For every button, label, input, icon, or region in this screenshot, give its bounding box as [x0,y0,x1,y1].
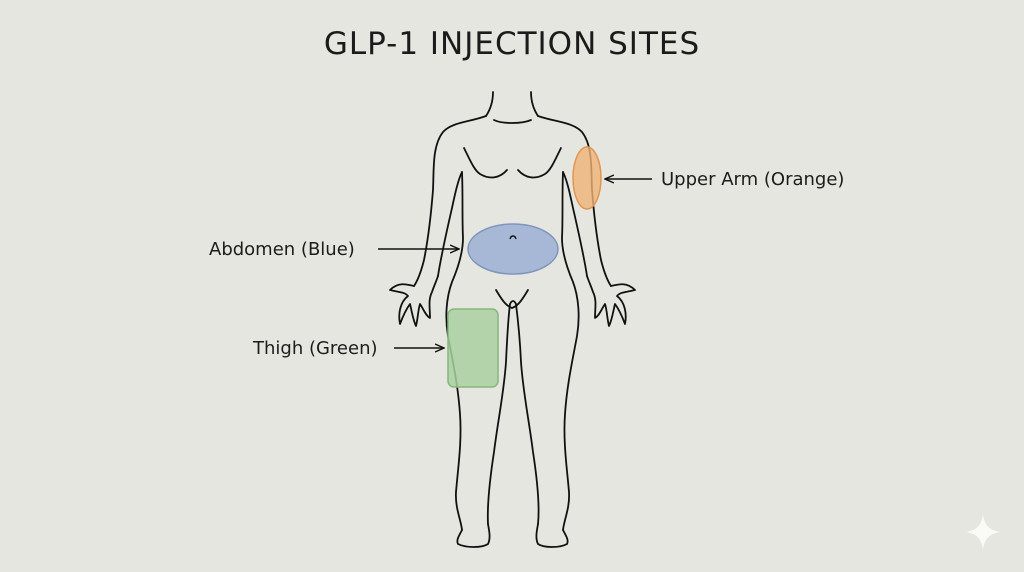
thigh-label: Thigh (Green) [253,338,378,359]
body-outline [389,91,636,548]
navel [509,235,517,240]
sparkle-icon [965,514,1001,550]
page-title: GLP-1 INJECTION SITES [323,26,701,62]
thigh-site [447,308,499,388]
abdomen-label: Abdomen (Blue) [209,239,355,260]
upper-arm-site [572,146,602,210]
upper-arm-label: Upper Arm (Orange) [661,169,845,190]
abdomen-site [467,223,559,275]
